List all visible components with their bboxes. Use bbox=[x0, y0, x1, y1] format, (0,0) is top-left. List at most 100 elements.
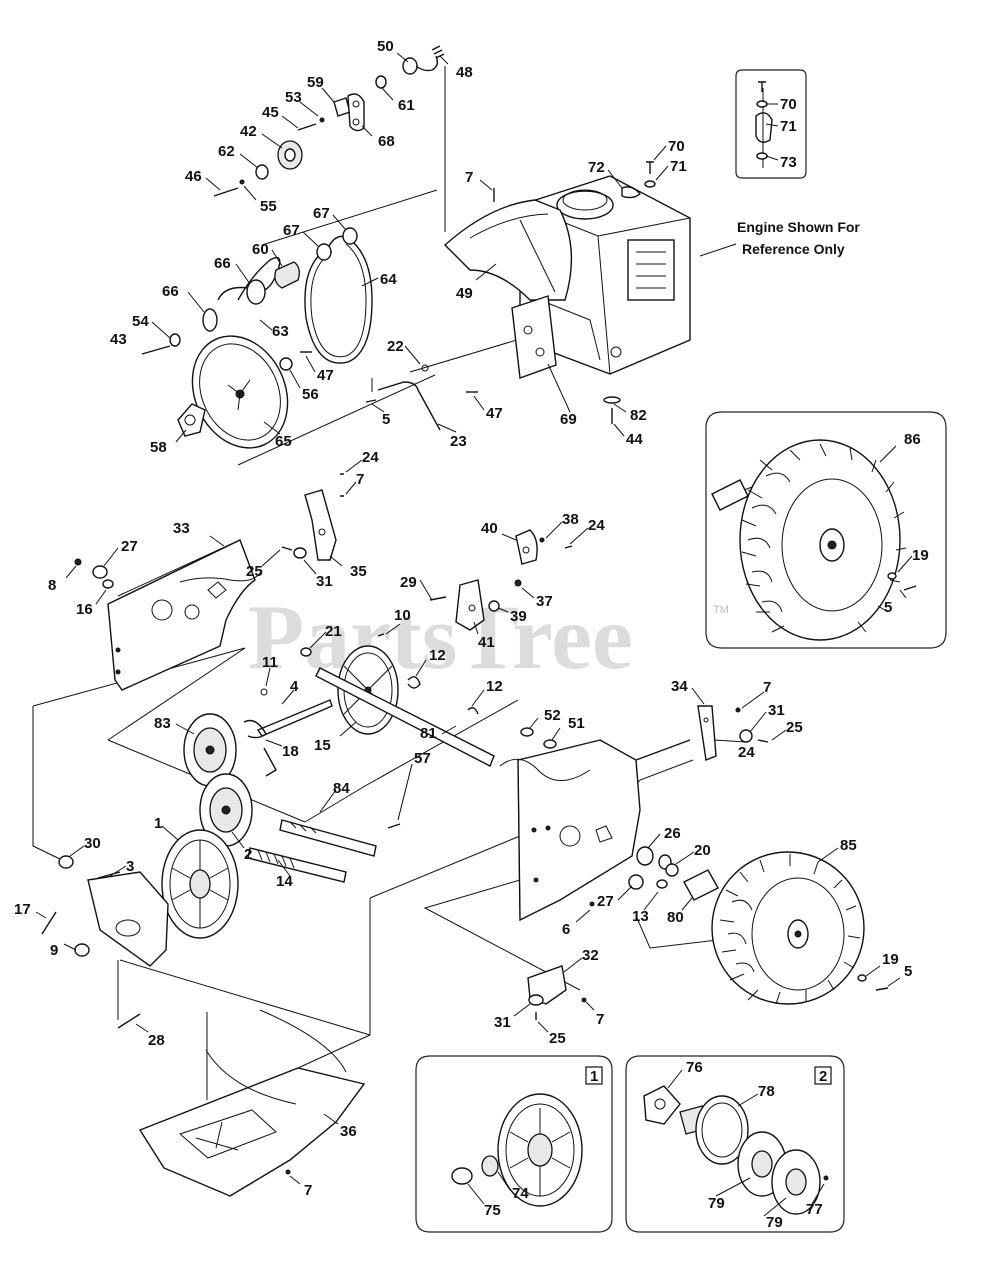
callout-label: 80 bbox=[667, 909, 684, 926]
inset-box-2 bbox=[625, 1055, 845, 1233]
callout-label: 25 bbox=[246, 563, 263, 580]
left-side-plate bbox=[74, 473, 344, 691]
wheel-86 bbox=[711, 439, 917, 641]
callout-label: 25 bbox=[549, 1030, 566, 1047]
callout-label: 43 bbox=[110, 331, 127, 348]
inset-box-1 bbox=[415, 1055, 613, 1233]
callout-label: 24 bbox=[738, 744, 755, 761]
callout-label: 18 bbox=[282, 743, 299, 760]
callout-label: 7 bbox=[304, 1182, 312, 1199]
callout-label: 38 bbox=[562, 511, 579, 528]
note-leader bbox=[699, 243, 737, 257]
callout-label: 26 bbox=[664, 825, 681, 842]
callout-label: 47 bbox=[317, 367, 334, 384]
callout-label: 84 bbox=[333, 780, 350, 797]
callout-label: 27 bbox=[597, 893, 614, 910]
callout-label: 60 bbox=[252, 241, 269, 258]
callout-label: 1 bbox=[154, 815, 162, 832]
callout-label: 32 bbox=[582, 947, 599, 964]
callout-label: 2 bbox=[244, 846, 252, 863]
callout-label: 52 bbox=[544, 707, 561, 724]
callout-label: 45 bbox=[262, 104, 279, 121]
inset-badge-2-box bbox=[814, 1066, 832, 1085]
callout-label: 41 bbox=[478, 634, 495, 651]
callout-label: 64 bbox=[380, 271, 397, 288]
leader-lines bbox=[35, 52, 913, 1217]
note-line-1: Engine Shown For bbox=[737, 219, 860, 235]
callout-label: 34 bbox=[671, 678, 688, 695]
callout-label: 83 bbox=[154, 715, 171, 732]
callout-label: 23 bbox=[450, 433, 467, 450]
callout-label: 31 bbox=[494, 1014, 511, 1031]
callout-label: 55 bbox=[260, 198, 277, 215]
callout-label: 3 bbox=[126, 858, 134, 875]
callout-label: 76 bbox=[686, 1059, 703, 1076]
callout-label: 7 bbox=[356, 471, 364, 488]
callout-label: 15 bbox=[314, 737, 331, 754]
callout-label: 66 bbox=[162, 283, 179, 300]
callout-label: 25 bbox=[786, 719, 803, 736]
callout-label: 4 bbox=[290, 678, 299, 695]
callout-label: 54 bbox=[132, 313, 149, 330]
callout-label: 66 bbox=[214, 255, 231, 272]
callout-label: 81 bbox=[420, 725, 437, 742]
callout-label: 85 bbox=[840, 837, 857, 854]
callout-label: 27 bbox=[121, 538, 138, 555]
callout-label: 63 bbox=[272, 323, 289, 340]
callout-label: 14 bbox=[276, 873, 293, 890]
inset-1-parts bbox=[451, 1093, 583, 1207]
callout-label: 53 bbox=[285, 89, 302, 106]
callout-label: 47 bbox=[486, 405, 503, 422]
callout-label: 68 bbox=[378, 133, 395, 150]
callout-label: 5 bbox=[884, 599, 892, 616]
callout-label: 71 bbox=[780, 118, 797, 135]
callout-label: 74 bbox=[512, 1185, 529, 1202]
callout-label: 39 bbox=[510, 608, 527, 625]
callout-label: 30 bbox=[84, 835, 101, 852]
callout-label: 50 bbox=[377, 38, 394, 55]
callout-label: 51 bbox=[568, 715, 585, 732]
callout-label: 9 bbox=[50, 942, 58, 959]
callout-label: 75 bbox=[484, 1202, 501, 1219]
bottom-parts bbox=[138, 965, 587, 1197]
callout-label: 49 bbox=[456, 285, 473, 302]
callout-label: 65 bbox=[275, 433, 292, 450]
callout-label: 7 bbox=[596, 1011, 604, 1028]
callout-label: 42 bbox=[240, 123, 257, 140]
callout-label: 31 bbox=[768, 702, 785, 719]
callout-label: 19 bbox=[912, 547, 929, 564]
callout-label: 17 bbox=[14, 901, 31, 918]
callout-label: 10 bbox=[394, 607, 411, 624]
callout-label: 82 bbox=[630, 407, 647, 424]
callout-label: 7 bbox=[763, 679, 771, 696]
callout-label: 56 bbox=[302, 386, 319, 403]
callout-label: 59 bbox=[307, 74, 324, 91]
drive-assembly bbox=[41, 829, 239, 1029]
callout-label: 40 bbox=[481, 520, 498, 537]
inset-box-hardware bbox=[735, 69, 807, 179]
callout-label: 57 bbox=[414, 750, 431, 767]
shift-assembly bbox=[183, 529, 573, 883]
right-side-plate bbox=[499, 705, 769, 922]
callout-label: 37 bbox=[536, 593, 553, 610]
inset-badge-2: 2 bbox=[819, 1068, 827, 1085]
callout-label: 21 bbox=[325, 623, 342, 640]
callout-label: 19 bbox=[882, 951, 899, 968]
callout-label: 61 bbox=[398, 97, 415, 114]
callout-label: 33 bbox=[173, 520, 190, 537]
callout-label: 67 bbox=[283, 222, 300, 239]
inset-box-wheel-86 bbox=[705, 411, 947, 649]
callout-label: 44 bbox=[626, 431, 643, 448]
inset-2-parts bbox=[643, 1085, 829, 1215]
callout-label: 20 bbox=[694, 842, 711, 859]
watermark-trademark: TM bbox=[713, 604, 729, 616]
watermark: PartsTree bbox=[248, 586, 633, 688]
callout-label: 16 bbox=[76, 601, 93, 618]
callout-label: 62 bbox=[218, 143, 235, 160]
callout-label: 79 bbox=[766, 1214, 783, 1231]
callout-label: 31 bbox=[316, 573, 333, 590]
callout-label: 77 bbox=[806, 1201, 823, 1218]
callout-label: 70 bbox=[668, 138, 685, 155]
